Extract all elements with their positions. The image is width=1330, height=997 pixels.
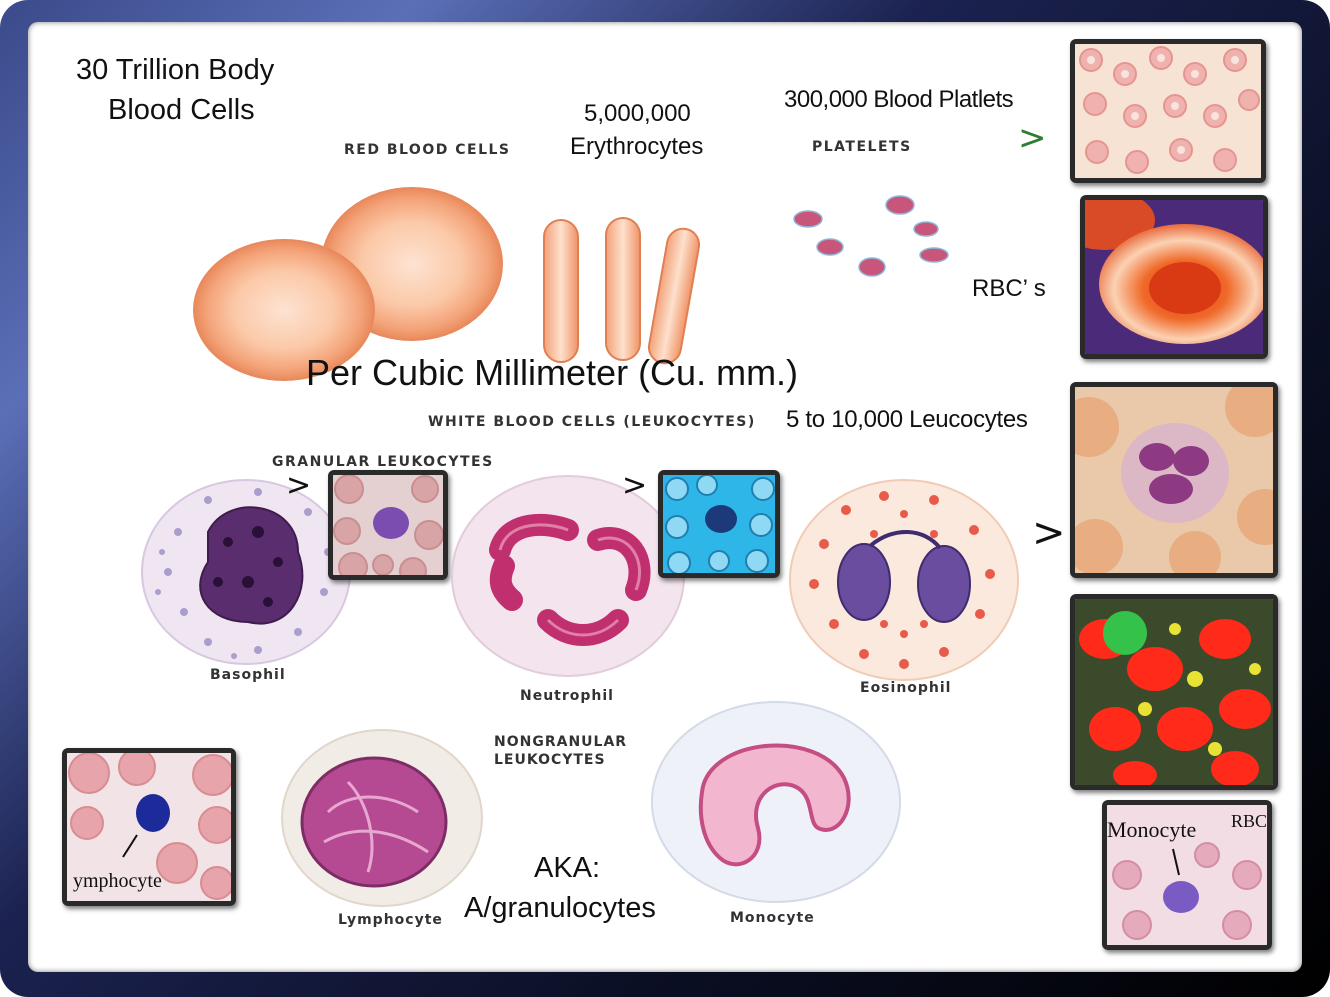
monocyte-illustration <box>651 701 901 903</box>
erythrocytes-label: Erythrocytes <box>570 133 704 160</box>
platelet-count-label: 300,000 Blood Platlets <box>784 86 1014 113</box>
eosinophil-arrow: > <box>1032 510 1066 556</box>
neutrophil-illustration <box>451 475 685 677</box>
neutrophil-photo <box>658 470 780 578</box>
lymphocyte-illustration <box>281 729 483 907</box>
rbc-side-3 <box>647 227 701 365</box>
monocyte-photo-label: Monocyte <box>1107 817 1196 842</box>
erythrocyte-count: 5,000,000 <box>584 100 691 127</box>
eosinophil-label: Eosinophil <box>860 680 952 696</box>
rbc-photo-label: RBC’ s <box>972 275 1046 302</box>
red-blood-cells-label: RED BLOOD CELLS <box>344 142 511 158</box>
rbc-photo <box>1080 195 1268 359</box>
rbc-disc-front <box>193 239 375 381</box>
neutrophil-arrow: > <box>622 468 648 503</box>
eosinophil-illustration <box>789 479 1019 681</box>
rbc-photo-small-label: RBC <box>1231 811 1267 831</box>
platelets-label: PLATELETS <box>812 139 912 155</box>
title-line-2: Blood Cells <box>108 94 255 126</box>
monocyte-label: Monocyte <box>730 910 815 926</box>
nongranular-label-line-1: NONGRANULAR <box>494 734 628 750</box>
rbc-illustration <box>193 187 701 381</box>
rbc-side-2 <box>605 217 641 361</box>
title-line-1: 30 Trillion Body <box>76 54 275 86</box>
aka-label: AKA: <box>534 852 601 884</box>
rbc-side-1 <box>543 219 579 363</box>
leucocyte-photo <box>1070 382 1278 578</box>
basophil-photo <box>328 470 448 580</box>
slide-panel: 30 Trillion Body Blood Cells RED BLOOD C… <box>28 22 1302 972</box>
basophil-illustration <box>141 479 351 665</box>
platelets-illustration <box>793 195 949 277</box>
lymphocyte-photo-label: ymphocyte <box>73 870 162 892</box>
nongranular-label-line-2: LEUKOCYTES <box>494 752 606 768</box>
per-volume-label: Per Cubic Millimeter (Cu. mm.) <box>306 352 799 393</box>
sem-blood-photo <box>1070 594 1278 790</box>
leucocyte-count: 5 to 10,000 Leucocytes <box>786 406 1028 433</box>
basophil-label: Basophil <box>210 667 286 683</box>
lymphocyte-label: Lymphocyte <box>338 912 443 928</box>
white-blood-cells-label: WHITE BLOOD CELLS (LEUKOCYTES) <box>428 414 756 430</box>
monocyte-photo: Monocyte RBC <box>1102 800 1272 950</box>
lymphocyte-photo: ymphocyte <box>62 748 236 906</box>
neutrophil-label: Neutrophil <box>520 688 614 704</box>
platelet-arrow: > <box>1018 118 1047 158</box>
granular-leukocytes-label: GRANULAR LEUKOCYTES <box>272 454 494 470</box>
basophil-arrow: > <box>286 468 312 503</box>
agranulocytes-label: A/granulocytes <box>464 892 656 924</box>
platelets-photo <box>1070 39 1266 183</box>
